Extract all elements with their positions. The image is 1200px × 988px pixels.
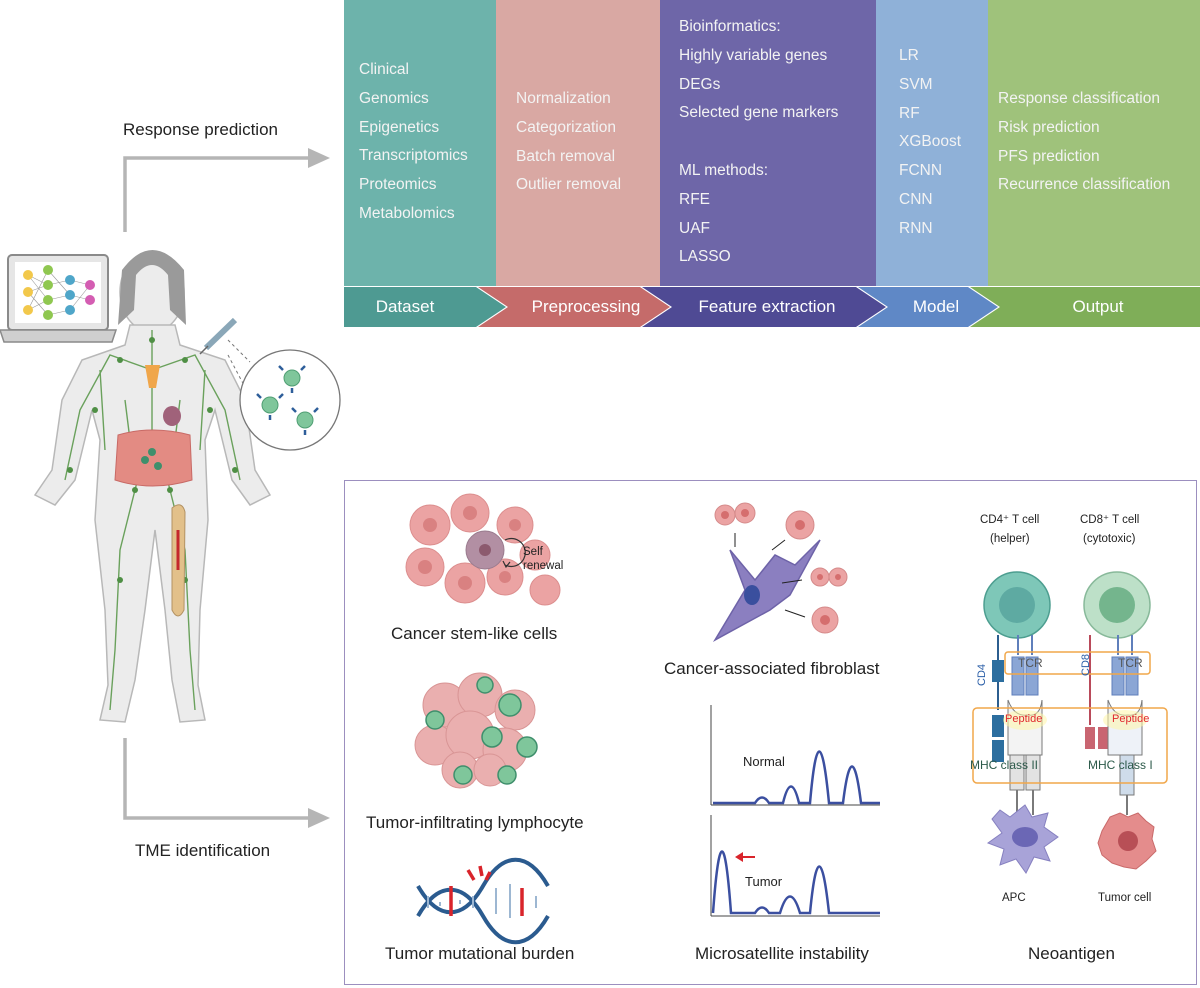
stem-cells-caption: Cancer stem-like cells	[391, 624, 558, 643]
dataset-item: Transcriptomics	[359, 147, 468, 165]
output-item: Recurrence classification	[998, 176, 1171, 194]
cd8-sub: (cytotoxic)	[1083, 533, 1136, 545]
stage-label-preprocessing: Preprocessing	[531, 297, 641, 316]
response-prediction-label: Response prediction	[123, 120, 278, 139]
spleen-organ	[163, 406, 181, 426]
model-item: RF	[899, 104, 920, 122]
dataset-item: Proteomics	[359, 176, 437, 194]
preprocessing-item: Categorization	[516, 118, 616, 136]
peptide-label-cd8: Peptide	[1112, 713, 1150, 725]
caf-caption: Cancer-associated fibroblast	[664, 659, 880, 678]
peptide-label-cd4: Peptide	[1005, 713, 1043, 725]
dataset-column: Clinical Genomics Epigenetics Transcript…	[344, 0, 496, 286]
cd4-sub: (helper)	[990, 533, 1030, 545]
msi-normal-curve	[713, 750, 880, 805]
model-item: RNN	[899, 219, 933, 237]
tme-identification-label: TME identification	[135, 841, 271, 860]
model-item: LR	[899, 47, 919, 64]
stage-label-dataset: Dataset	[375, 297, 435, 316]
feature-item: Highly variable genes	[679, 46, 828, 64]
cd4-title: CD4⁺ T cell	[980, 514, 1040, 526]
output-column: Response classification Risk prediction …	[988, 0, 1200, 286]
til-caption: Tumor-infiltrating lymphocyte	[366, 813, 584, 832]
thyroid-organ	[145, 365, 160, 388]
dataset-item: Epigenetics	[359, 118, 440, 136]
feature-item: DEGs	[679, 75, 721, 93]
preprocessing-item: Normalization	[516, 90, 611, 107]
intestine-organ	[114, 429, 193, 487]
feature-item: UAF	[679, 219, 710, 237]
stage-label-output: Output	[1072, 297, 1124, 316]
dataset-item: Metabolomics	[359, 204, 455, 222]
dataset-item: Genomics	[359, 89, 429, 107]
model-item: SVM	[899, 75, 933, 93]
tme-panel	[344, 480, 1197, 985]
model-column: LR SVM RF XGBoost FCNN CNN RNN	[876, 0, 988, 286]
feature-item-spacer	[679, 128, 876, 157]
stage-label-model: Model	[912, 297, 960, 316]
msi-normal-label: Normal	[743, 754, 785, 769]
cell-zoom-circle	[239, 349, 341, 451]
feature-item: Bioinformatics:	[679, 18, 781, 35]
stage-arrow-dataset	[344, 287, 506, 327]
stage-arrow-strip	[344, 287, 1200, 327]
apc-label: APC	[1002, 892, 1026, 904]
feature-extraction-column: Bioinformatics: Highly variable genes DE…	[660, 0, 876, 286]
mhc2-label: MHC class II	[970, 758, 1039, 772]
human-body-illustration	[0, 250, 341, 723]
preprocessing-item: Outlier removal	[516, 176, 622, 194]
neoantigen-illustration	[972, 571, 1168, 874]
feature-item: LASSO	[679, 248, 731, 266]
stage-arrow-feature	[642, 287, 886, 327]
arrow-head-bottom	[308, 808, 330, 828]
cd4-label: CD4	[976, 663, 988, 686]
laptop-icon	[0, 254, 118, 343]
cd8-title: CD8⁺ T cell	[1080, 514, 1140, 526]
feature-item: ML methods:	[679, 161, 769, 179]
model-item: FCNN	[899, 162, 943, 180]
model-item: CNN	[899, 190, 933, 208]
preprocessing-item: Batch removal	[516, 147, 616, 165]
self-renewal-label-2: renewal	[523, 560, 564, 572]
tumor-cell-label: Tumor cell	[1098, 892, 1152, 904]
stage-arrow-preprocessing	[478, 287, 670, 327]
dna-illustration	[416, 857, 550, 945]
arrow-head-top	[308, 148, 330, 168]
model-item: XGBoost	[899, 133, 962, 151]
cd8-label: CD8	[1080, 653, 1092, 676]
mhc1-label: MHC class I	[1088, 758, 1153, 772]
feature-item: Selected gene markers	[679, 104, 839, 122]
tcr-label-cd4: TCR	[1018, 656, 1043, 670]
preprocessing-column: Normalization Categorization Batch remov…	[496, 0, 660, 286]
output-item: PFS prediction	[998, 147, 1100, 165]
output-item: Response classification	[998, 90, 1160, 107]
stage-label-feature: Feature extraction	[698, 297, 836, 316]
neoantigen-caption: Neoantigen	[1028, 944, 1115, 963]
msi-plots	[710, 705, 880, 917]
output-item: Risk prediction	[998, 118, 1100, 136]
flow-arrows	[123, 148, 330, 828]
stage-arrow-output	[970, 287, 1200, 327]
tmb-caption: Tumor mutational burden	[385, 944, 575, 963]
syringe-icon	[199, 317, 238, 355]
stage-arrow-model	[858, 287, 998, 327]
msi-caption: Microsatellite instability	[695, 944, 869, 963]
stem-cells-illustration	[405, 493, 561, 606]
feature-item: RFE	[679, 190, 710, 208]
caf-illustration	[712, 502, 848, 642]
dataset-item: Clinical	[359, 61, 409, 78]
msi-tumor-label: Tumor	[745, 874, 783, 889]
human-figure	[0, 230, 341, 750]
self-renewal-label-1: Self	[523, 546, 543, 558]
msi-tumor-curve	[711, 850, 880, 915]
til-illustration	[414, 672, 538, 789]
tcr-label-cd8: TCR	[1118, 656, 1143, 670]
